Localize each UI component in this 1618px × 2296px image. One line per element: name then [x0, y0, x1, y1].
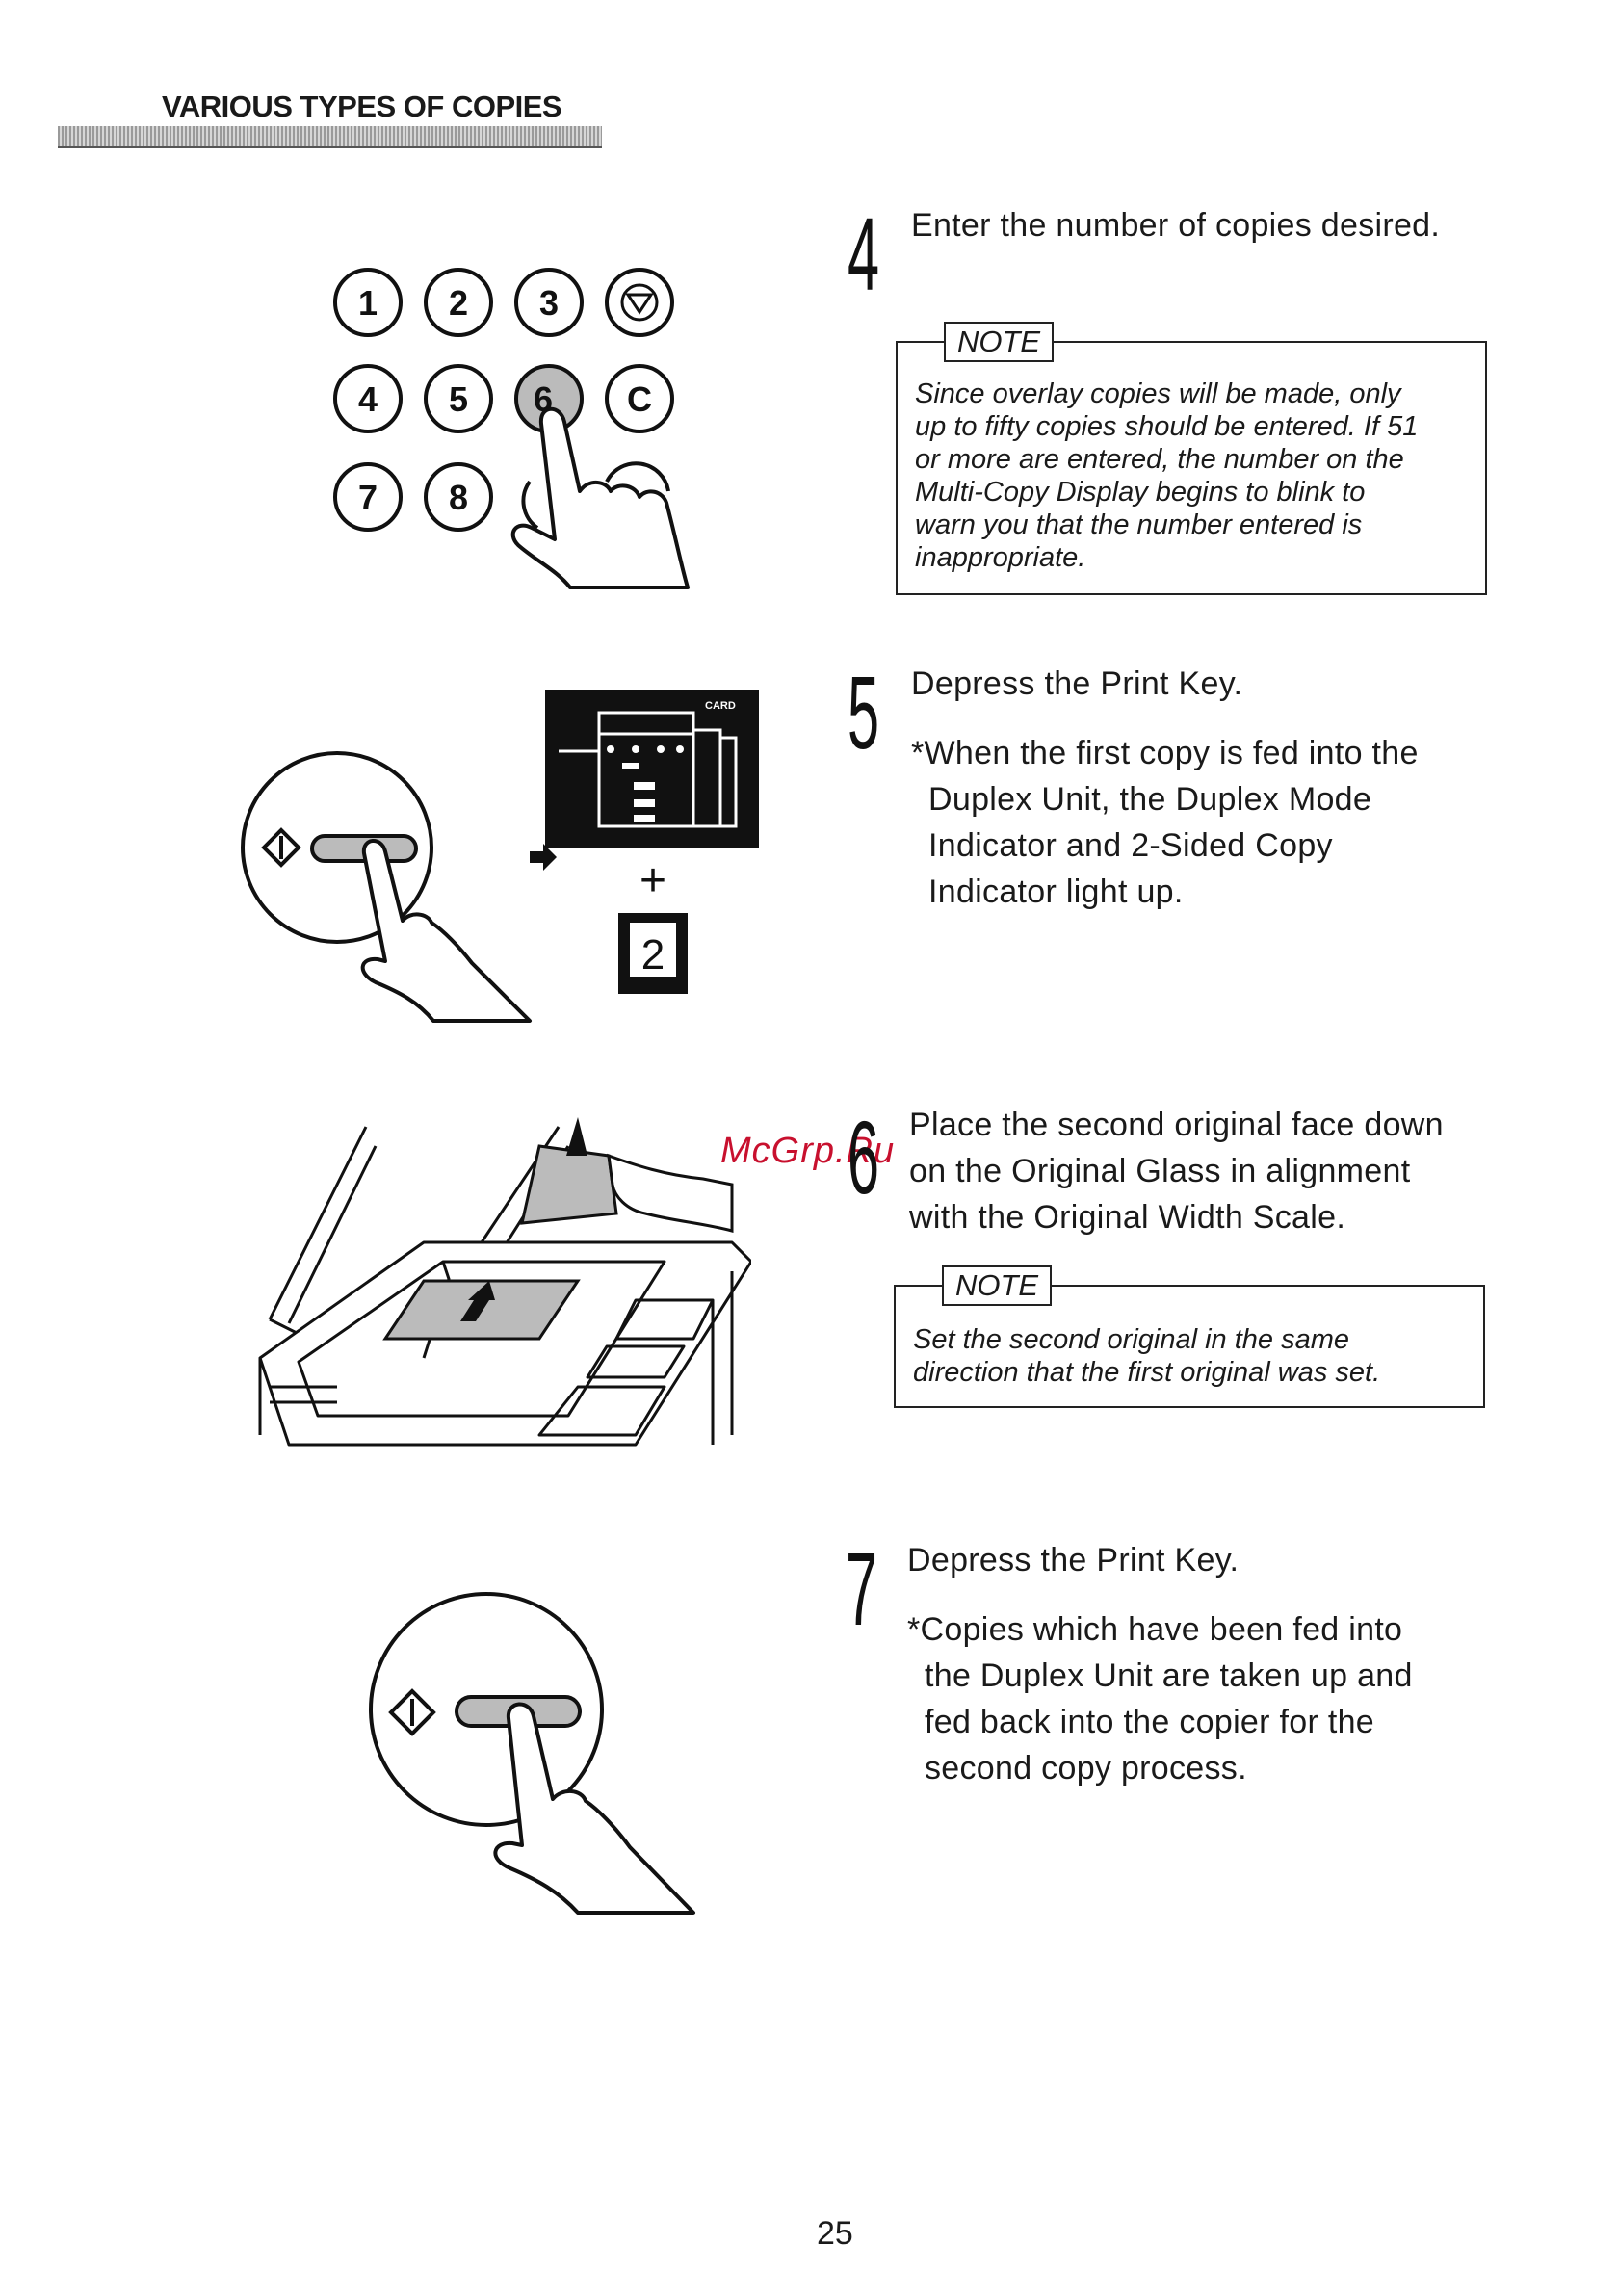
step-7-text: Depress the Print Key.: [907, 1542, 1240, 1578]
step-number-6: 6: [848, 1099, 880, 1215]
note-label: NOTE: [942, 1265, 1053, 1306]
hand-icon: [493, 1702, 695, 1915]
note-box-2: NOTE Set the second original in the same…: [894, 1265, 1485, 1408]
two-sided-label: 2: [641, 931, 665, 978]
paper-sheet: [520, 1144, 618, 1225]
step-number-7: 7: [846, 1530, 878, 1647]
keypad-illustration: 1 2 3 4 5 6 C 7 8: [333, 268, 690, 589]
hand-icon: [510, 406, 690, 589]
step-5-text: Depress the Print Key.: [911, 665, 1243, 702]
key-5: [424, 364, 493, 433]
original-glass-illustration: [258, 1117, 751, 1447]
arrow-up-icon: [460, 1281, 495, 1321]
print-icon: [388, 1688, 436, 1736]
page-title: VARIOUS TYPES OF COPIES: [162, 90, 562, 123]
note-line: warn you that the number entered is: [915, 509, 1363, 540]
note-line: up to fifty copies should be entered. If…: [915, 411, 1419, 442]
key-3: [514, 268, 584, 337]
arrow-right-icon: [530, 844, 557, 871]
note-line: or more are entered, the number on the: [915, 444, 1404, 475]
key-8: [424, 462, 493, 532]
note-line: inappropriate.: [915, 542, 1086, 573]
key-2-label: 2: [449, 283, 468, 323]
note-line: Set the second original in the same: [913, 1324, 1349, 1355]
note-box-1: NOTE Since overlay copies will be made, …: [896, 322, 1487, 595]
watermark: McGrp.Ru: [720, 1131, 896, 1171]
step-6-text: Place the second original face down on t…: [909, 1107, 1444, 1236]
hand-icon: [360, 839, 532, 1023]
key-3-label: 3: [539, 283, 559, 323]
print-key-panel-illustration: CARD + 2: [241, 690, 759, 1023]
step-number-5: 5: [848, 654, 880, 770]
clear-key: [605, 364, 674, 433]
key-4-label: 4: [358, 379, 378, 419]
key-c-label: C: [627, 379, 652, 419]
step-7-note: *Copies which have been fed into the Dup…: [907, 1611, 1413, 1787]
lift-arrow-icon: [566, 1117, 587, 1156]
key-7-label: 7: [358, 478, 378, 517]
note-line: Multi-Copy Display begins to blink to: [915, 477, 1366, 508]
print-icon: [261, 827, 301, 868]
key-7: [333, 462, 403, 532]
key-8-label: 8: [449, 478, 468, 517]
note-line: Since overlay copies will be made, only: [915, 378, 1401, 409]
key-1: [333, 268, 403, 337]
key-4: [333, 364, 403, 433]
note-line: direction that the first original was se…: [913, 1357, 1381, 1388]
note-label: NOTE: [944, 322, 1055, 362]
step-5-note: *When the first copy is fed into the Dup…: [911, 735, 1419, 910]
header-bar: [58, 126, 602, 148]
hand-icon: [607, 1153, 734, 1233]
card-label: CARD: [705, 700, 736, 712]
step-4-text: Enter the number of copies desired.: [911, 207, 1441, 244]
plus-sign: +: [639, 855, 666, 906]
step-number-4: 4: [848, 196, 880, 312]
print-key-illustration: [369, 1592, 695, 1915]
key-2: [424, 268, 493, 337]
key-1-label: 1: [358, 283, 378, 323]
page-number: 25: [817, 2215, 853, 2252]
key-5-label: 5: [449, 379, 468, 419]
stop-key: [605, 268, 674, 337]
